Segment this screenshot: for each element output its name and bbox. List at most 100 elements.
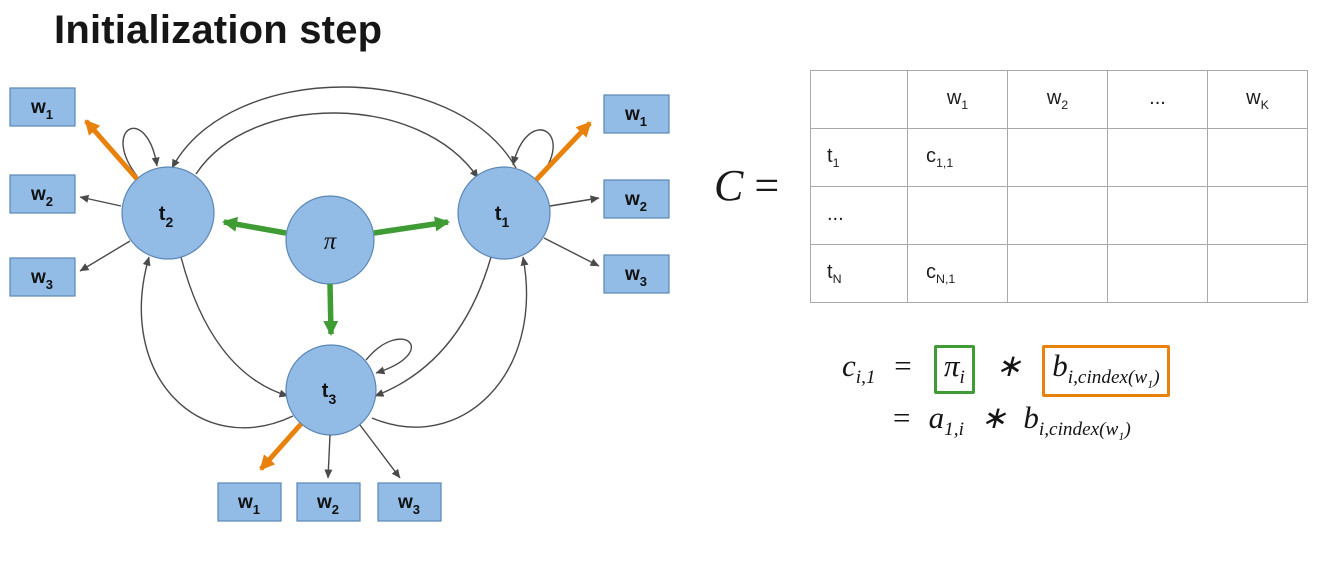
arrow-t1-w1-orange [534,121,592,182]
arrow-t1-w3 [543,237,600,267]
table-cell [1007,244,1108,303]
table-cell [1207,244,1308,303]
eq2-a: a [928,400,945,435]
arrow-t3-w1-orange [259,422,303,471]
table-cell [1007,128,1108,187]
table-cell: t1 [810,128,908,187]
arc-t3-to-t2 [140,256,294,429]
matrix-c-symbol: C [714,161,744,210]
table-cell [1207,128,1308,187]
eq-b-sub: i,cindex(w1) [1067,367,1160,392]
word-label-w1-bottom: w1 [237,492,260,517]
eq-equals: = [892,348,914,383]
arrow-t3-w2 [324,434,333,479]
arc-t2-to-t3 [180,256,289,398]
word-box-w1-left [9,87,76,127]
state-t3 [285,344,377,436]
arc-t2-to-t1 [195,112,479,179]
arrow-pi-t3 [323,283,339,336]
state-t1 [457,166,551,260]
word-box-w2-right [603,179,670,219]
table-cell [1107,186,1208,245]
eq-star: ∗ [995,348,1022,383]
transition-arcs [140,86,529,429]
state-label-t1: t1 [495,203,510,230]
table-row: tN cN,1 [810,244,1308,303]
word-label-w2-bottom: w2 [316,492,339,517]
green-highlight-box: πi [933,345,975,395]
emission-arrows-orange [84,119,592,471]
word-box-w3-right [603,254,670,294]
arc-t1-to-t3 [374,256,492,397]
eq-pi-sub: i [959,367,965,389]
eq-b: b [1052,348,1068,383]
word-label-w1-left: w1 [30,97,53,122]
word-label-w3-bottom: w3 [397,492,420,517]
word-box-w3-bottom [377,482,442,522]
equation-line-1: ci,1 = πi ∗ bi,cindex(w1) [842,342,1174,397]
table-cell [907,186,1008,245]
word-boxes [9,87,670,522]
word-box-w3-left [9,257,76,297]
orange-highlight-box: bi,cindex(w1) [1042,345,1170,397]
table-cell [1207,186,1308,245]
arrow-t3-w3 [359,424,401,479]
self-loop-t3 [365,338,412,375]
table-cell [810,70,908,129]
table-cell: w1 [907,70,1008,129]
matrix-equals: = [754,161,780,210]
eq2-equals: = [891,400,912,435]
table-cell: wK [1207,70,1308,129]
eq-c: c [842,348,856,383]
c-matrix-table: w1 w2 ... wK t1 c1,1 ... tN cN,1 [810,70,1308,303]
table-row: t1 c1,1 [810,128,1308,187]
table-cell [1007,186,1108,245]
hmm-diagram: w1 w2 w3 w1 w2 w3 w1 w2 w3 t2 t1 t3 π [9,86,670,522]
arc-t3-to-t1 [371,256,529,428]
table-cell: w2 [1007,70,1108,129]
arrow-t2-w3 [79,240,131,272]
eq2-a-sub: 1,i [944,419,964,441]
word-box-w2-bottom [296,482,361,522]
page-title: Initialization step [54,8,383,52]
emission-arrows-gray [79,194,600,479]
eq2-b-sub: i,cindex(w1) [1038,419,1131,444]
eq-pi: π [943,348,960,383]
eq2-star: ∗ [980,400,1007,435]
arrow-t1-w2 [549,195,600,207]
state-label-t3: t3 [322,380,337,407]
matrix-c-label: C = [714,160,779,211]
arrow-pi-t2 [222,216,287,236]
word-box-w1-bottom [217,482,282,522]
table-cell: tN [810,244,908,303]
state-label-t2: t2 [159,203,174,230]
table-cell [1107,244,1208,303]
diagram-labels: w1 w2 w3 w1 w2 w3 w1 w2 w3 t2 t1 t3 π [30,97,647,517]
word-label-w1-right: w1 [624,104,647,129]
arc-t1-to-t2 [171,86,517,169]
arrow-pi-t1 [373,216,450,236]
table-cell: c1,1 [907,128,1008,187]
self-loop-t2 [122,127,160,177]
table-cell: cN,1 [907,244,1008,303]
word-label-w2-left: w2 [30,184,53,209]
equation-line-2: = a1,i ∗ bi,cindex(w1) [882,394,1174,446]
word-label-w2-right: w2 [624,189,647,214]
table-row: ... [810,186,1308,245]
word-box-w2-left [9,174,76,214]
state-t2 [121,166,215,260]
eq-c-sub: i,1 [855,367,876,389]
table-header-row: w1 w2 ... wK [810,70,1308,129]
initial-arrows-green [222,216,450,336]
word-label-w3-left: w3 [30,267,53,292]
initialization-equation: ci,1 = πi ∗ bi,cindex(w1) = a1,i ∗ bi,ci… [842,342,1174,446]
eq2-b: b [1023,400,1039,435]
word-label-w3-right: w3 [624,264,647,289]
table-cell [1107,128,1208,187]
arrow-t2-w1-orange [84,119,139,181]
state-label-pi: π [324,228,338,255]
table-cell: ... [1107,70,1208,129]
state-nodes [121,166,551,436]
arrow-t2-w2 [79,194,122,207]
table-cell: ... [810,186,908,245]
